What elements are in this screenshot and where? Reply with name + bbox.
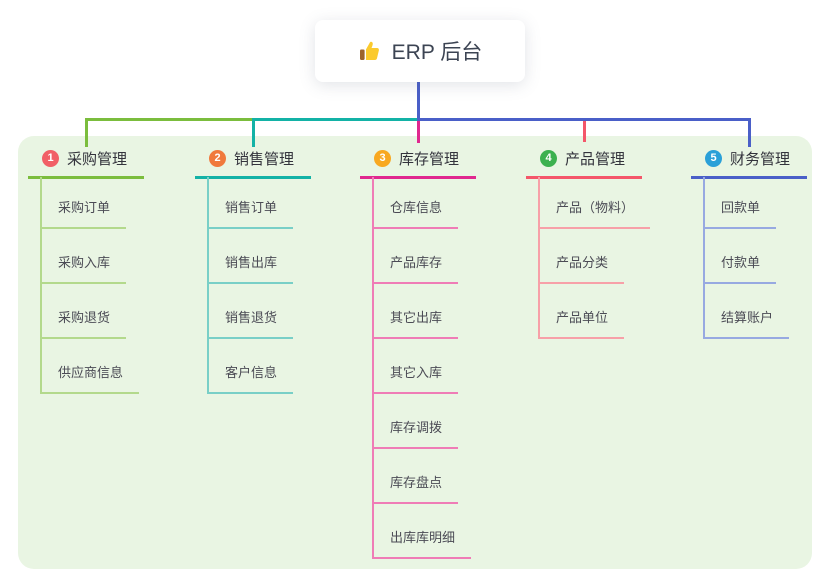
branch-4-drop-line [583,121,586,142]
branch-title-label: 财务管理 [730,150,791,168]
child-item[interactable]: 销售出库 [207,252,294,284]
child-item[interactable]: 仓库信息 [372,197,459,229]
child-item[interactable]: 采购入库 [40,252,127,284]
branch-title-2[interactable]: 2 销售管理 [209,148,294,168]
child-item[interactable]: 回款单 [703,197,777,229]
branch-title-5[interactable]: 5 财务管理 [705,148,790,168]
branch-3-number-badge: 3 [374,149,391,167]
branch-5-number-badge: 5 [705,149,722,167]
branch-4-underline [526,176,642,179]
child-item[interactable]: 供应商信息 [40,362,140,394]
child-item[interactable]: 付款单 [703,252,777,284]
branch-2-drop-line [252,118,255,147]
branch-3-child-connector [372,177,374,559]
branch-1-child-connector [40,177,42,394]
root-connector-line [417,82,420,121]
thumbs-up-icon [358,39,382,63]
branch-title-label: 销售管理 [234,150,295,168]
child-item[interactable]: 采购退货 [40,307,127,339]
child-item[interactable]: 产品分类 [538,252,625,284]
branch-1-drop-line [85,118,88,147]
branch-title-label: 库存管理 [399,150,460,168]
branch-5-underline [691,176,807,179]
branch-3-underline [360,176,476,179]
child-item[interactable]: 采购订单 [40,197,127,229]
root-label: ERP 后台 [391,41,483,64]
child-item[interactable]: 库存盘点 [372,472,459,504]
branch-5-drop-line [748,118,751,147]
branch-2-underline [195,176,311,179]
child-item[interactable]: 产品库存 [372,252,459,284]
child-item[interactable]: 销售退货 [207,307,294,339]
child-item[interactable]: 出库库明细 [372,527,472,559]
branch-title-label: 采购管理 [67,150,128,168]
bus-segment-blue [417,118,751,121]
child-item[interactable]: 其它出库 [372,307,459,339]
bus-segment-teal [253,118,420,121]
child-item[interactable]: 结算账户 [703,307,790,339]
branch-title-4[interactable]: 4 产品管理 [540,148,625,168]
branch-1-number-badge: 1 [42,149,59,167]
bus-segment-green [86,118,255,121]
branch-3-drop-line [417,121,420,143]
root-node[interactable]: ERP 后台 [315,20,525,82]
branch-4-number-badge: 4 [540,149,557,167]
child-item[interactable]: 其它入库 [372,362,459,394]
branch-4-child-connector [538,177,540,339]
branch-title-label: 产品管理 [565,150,626,168]
branches-panel [18,136,812,569]
branch-title-3[interactable]: 3 库存管理 [374,148,459,168]
branch-1-underline [28,176,144,179]
child-item[interactable]: 库存调拨 [372,417,459,449]
branch-5-child-connector [703,177,705,339]
branch-title-1[interactable]: 1 采购管理 [42,148,127,168]
branch-2-child-connector [207,177,209,394]
child-item[interactable]: 销售订单 [207,197,294,229]
child-item[interactable]: 客户信息 [207,362,294,394]
child-item[interactable]: 产品（物料） [538,197,651,229]
branch-2-number-badge: 2 [209,149,226,167]
child-item[interactable]: 产品单位 [538,307,625,339]
